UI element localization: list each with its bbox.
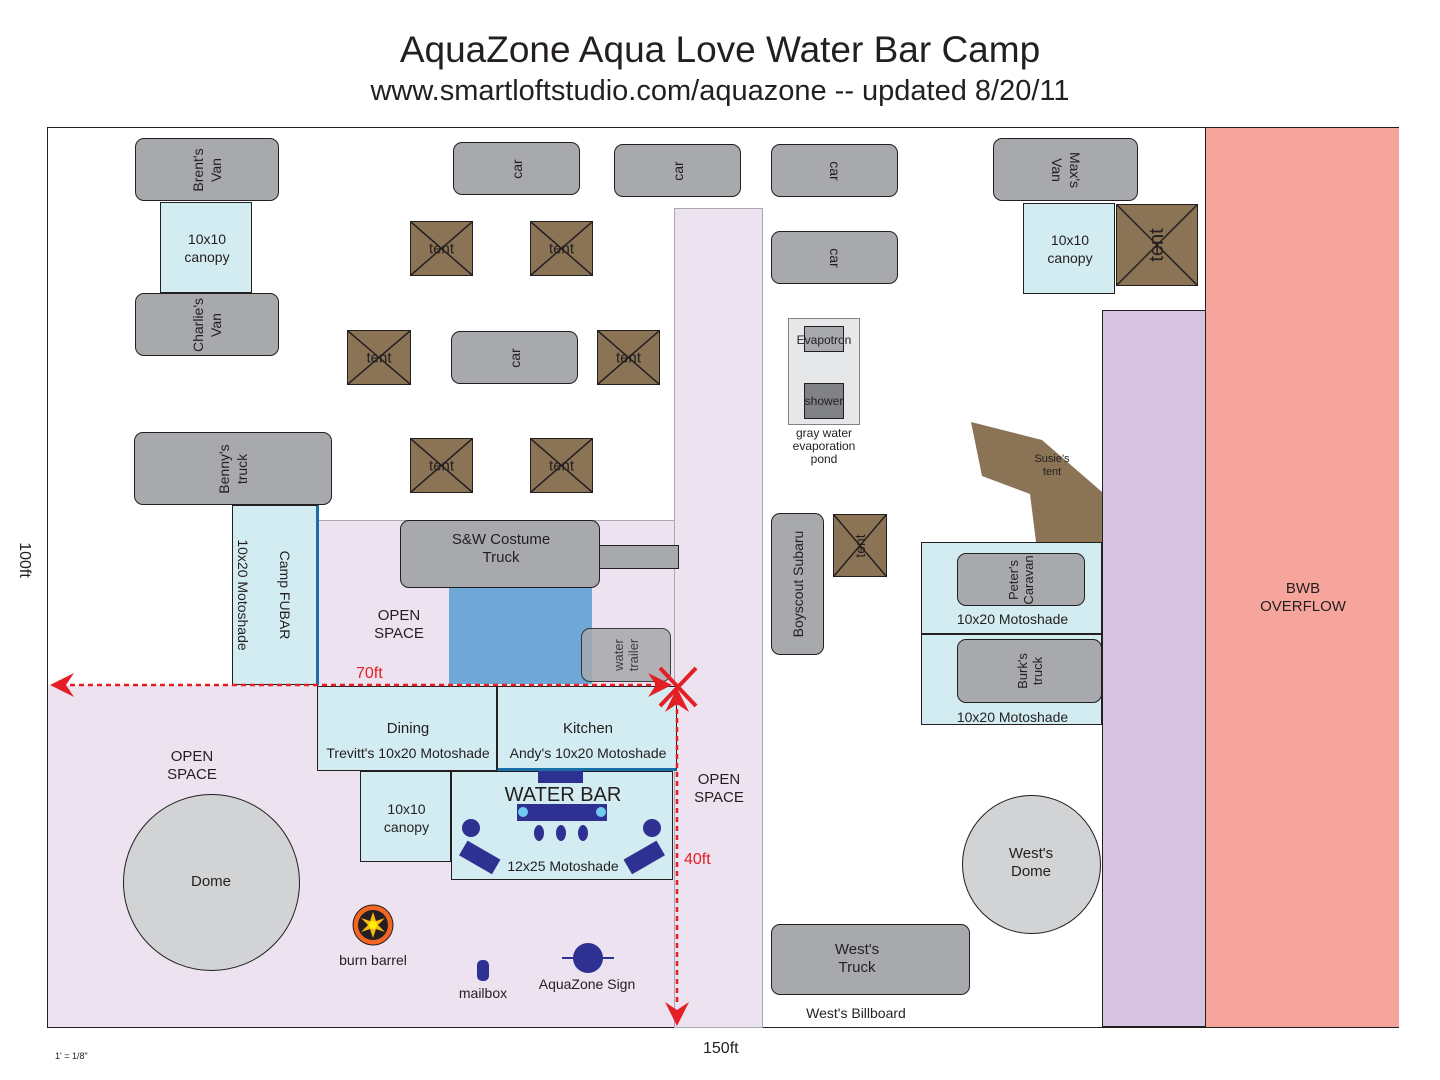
canopy-center: 10x10 canopy	[360, 771, 451, 862]
sw-costume-truck[interactable]: S&W Costume Truck	[400, 520, 600, 588]
mailbox-icon	[477, 960, 489, 981]
car-1[interactable]: car	[453, 142, 580, 195]
car-3[interactable]: car	[771, 144, 898, 197]
pond-label: gray water evaporation pond	[792, 426, 856, 466]
canopy-left: 10x10 canopy	[160, 202, 252, 293]
wests-billboard-label: West's Billboard	[806, 1005, 906, 1021]
bwb-overflow-label: BWB OVERFLOW	[1260, 580, 1346, 615]
peters-caravan[interactable]: Peter's Caravan	[957, 553, 1085, 606]
aquazone-sign-label: AquaZone Sign	[538, 976, 636, 992]
purple-strip	[1102, 310, 1206, 1027]
arrow-70ft-label: 70ft	[356, 665, 383, 682]
water-bar-label: WATER BAR	[504, 784, 622, 806]
evapotron-label: Evapotron	[796, 333, 852, 347]
car-4[interactable]: car	[771, 231, 898, 284]
height-dimension-label: 100ft	[16, 542, 33, 578]
open-space-label-right: OPEN SPACE	[694, 771, 744, 806]
tent-5[interactable]: tent	[410, 438, 473, 493]
shower	[804, 383, 844, 419]
dining-label: Dining	[386, 720, 430, 737]
shower-label: shower	[804, 394, 844, 408]
map-title: AquaZone Aqua Love Water Bar Camp	[399, 29, 1041, 70]
dome: Dome	[123, 794, 300, 971]
scale-label: 1' = 1/8"	[55, 1051, 88, 1061]
map-subtitle: www.smartloftstudio.com/aquazone -- upda…	[370, 75, 1070, 107]
water-area	[449, 584, 592, 684]
canopy-right: 10x10 canopy	[1023, 203, 1115, 294]
mailbox-label: mailbox	[458, 985, 508, 1001]
evapotron	[804, 326, 844, 352]
camp-fubar-motoshade: Camp FUBAR 10x20 Motoshade	[232, 505, 319, 685]
car-2[interactable]: car	[614, 144, 741, 197]
tent-6[interactable]: tent	[530, 438, 593, 493]
kitchen-label: Kitchen	[562, 720, 614, 737]
tent-7[interactable]: tent	[833, 514, 887, 577]
bennys-truck[interactable]: Benny's truck	[134, 432, 332, 505]
arrow-40ft-label: 40ft	[684, 851, 711, 868]
tent-1[interactable]: tent	[410, 221, 473, 276]
wests-dome: West's Dome	[962, 795, 1101, 934]
access-lane	[674, 208, 763, 1028]
camp-fubar-motoshade-label: 10x20 Motoshade	[234, 539, 251, 651]
boyscout-subaru[interactable]: Boyscout Subaru	[771, 513, 824, 655]
burn-barrel-label: burn barrel	[339, 952, 407, 968]
camp-fubar-label: Camp FUBAR	[276, 550, 293, 640]
kitchen-motoshade: Kitchen Andy's 10x20 Motoshade	[497, 686, 677, 771]
sw-truck-trailer-hitch	[599, 545, 679, 569]
dining-sub-label: Trevitt's 10x20 Motoshade	[326, 745, 490, 761]
open-space-label-mid: OPEN SPACE	[374, 607, 424, 642]
width-dimension-label: 150ft	[703, 1040, 739, 1057]
susies-tent-label: Susie's tent	[1034, 453, 1070, 478]
water-trailer[interactable]: water trailer	[581, 628, 671, 682]
open-space-label-left: OPEN SPACE	[167, 748, 217, 783]
burn-barrel-icon	[352, 904, 394, 946]
tent-8[interactable]: tent	[1116, 204, 1198, 286]
water-bar-furniture	[459, 771, 665, 875]
maxs-van[interactable]: Max's Van	[993, 138, 1138, 201]
motoshade-12x25-label: 12x25 Motoshade	[507, 858, 619, 874]
wests-truck[interactable]: West's Truck	[771, 924, 970, 995]
tent-4[interactable]: tent	[597, 330, 660, 385]
kitchen-sub-label: Andy's 10x20 Motoshade	[509, 745, 667, 761]
burks-truck[interactable]: Burk's truck	[957, 639, 1102, 703]
dining-motoshade: Dining Trevitt's 10x20 Motoshade	[317, 686, 497, 771]
aquazone-sign-icon	[562, 943, 614, 973]
bwb-overflow-area: BWB OVERFLOW	[1205, 128, 1399, 1027]
tent-2[interactable]: tent	[530, 221, 593, 276]
charlies-van[interactable]: Charlie's Van	[135, 293, 279, 356]
brents-van[interactable]: Brent's Van	[135, 138, 279, 201]
tent-3[interactable]: tent	[347, 330, 411, 385]
susies-tent[interactable]	[970, 420, 1105, 545]
car-5[interactable]: car	[451, 331, 578, 384]
